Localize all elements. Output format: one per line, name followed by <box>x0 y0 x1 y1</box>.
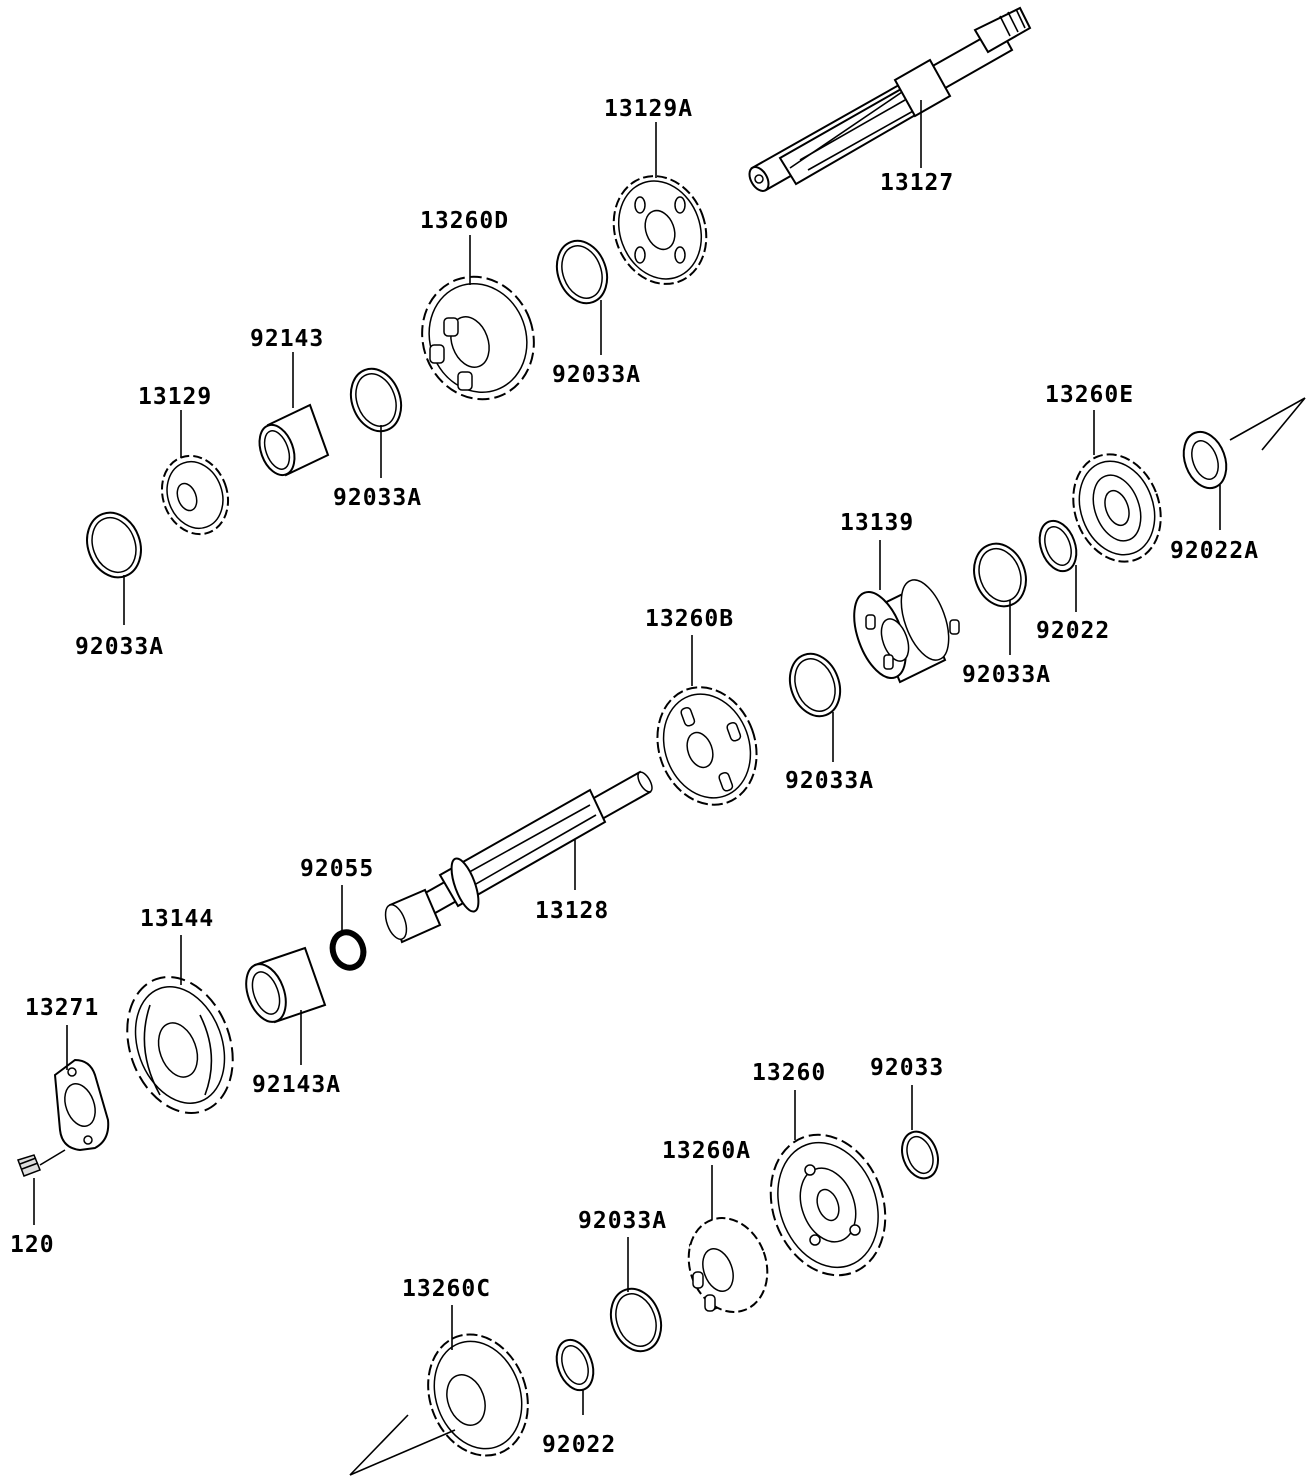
part-labels: 13129A 13127 13260D 92033A 92143 13129 9… <box>10 96 1259 1458</box>
part-label[interactable]: 92022 <box>1036 618 1110 644</box>
bush-92143[interactable] <box>253 403 330 480</box>
circlip-92033A-d[interactable] <box>966 536 1035 613</box>
circlip-92033A-f[interactable] <box>603 1282 670 1359</box>
gear-13129[interactable] <box>151 446 239 543</box>
gear-13260C[interactable] <box>412 1320 545 1469</box>
gear-13260E[interactable] <box>1059 442 1176 574</box>
washer-92022A[interactable] <box>1176 426 1233 494</box>
part-label[interactable]: 13260A <box>662 1138 751 1164</box>
part-label[interactable]: 92033A <box>552 362 641 388</box>
part-label[interactable]: 92143A <box>252 1072 341 1098</box>
part-label[interactable]: 120 <box>10 1232 55 1258</box>
part-label[interactable]: 13260D <box>420 208 509 234</box>
circlip-92033A-e[interactable] <box>782 647 849 724</box>
circlip-92033A-b[interactable] <box>343 362 410 439</box>
gear-13260A[interactable] <box>676 1207 780 1323</box>
oring-92055[interactable] <box>328 928 369 972</box>
part-label[interactable]: 92033A <box>962 662 1051 688</box>
washer-92022-a[interactable] <box>1033 516 1083 576</box>
shaft-13127[interactable] <box>746 6 1032 194</box>
part-label[interactable]: 92033A <box>785 768 874 794</box>
circlip-92033[interactable] <box>896 1127 944 1184</box>
part-label[interactable]: 13127 <box>880 170 954 196</box>
part-label[interactable]: 13129A <box>604 96 693 122</box>
part-label[interactable]: 13129 <box>138 384 212 410</box>
bolt-120[interactable] <box>17 1149 66 1177</box>
washer-92022-b[interactable] <box>550 1335 600 1395</box>
plate-13271[interactable] <box>53 1058 110 1152</box>
part-label[interactable]: 13260C <box>402 1276 491 1302</box>
leader-lines <box>33 100 1306 1476</box>
circlip-92033A-c[interactable] <box>78 505 149 585</box>
part-label[interactable]: 92033A <box>578 1208 667 1234</box>
gear-13260B[interactable] <box>641 673 772 819</box>
part-label[interactable]: 92022 <box>542 1432 616 1458</box>
part-label[interactable]: 13139 <box>840 510 914 536</box>
part-label[interactable]: 92055 <box>300 856 374 882</box>
part-label[interactable]: 92033A <box>333 485 422 511</box>
part-label[interactable]: 13260E <box>1045 382 1134 408</box>
shaft-13128[interactable] <box>381 770 654 944</box>
sprocket-13144[interactable] <box>109 962 251 1128</box>
part-label[interactable]: 13271 <box>25 995 99 1021</box>
gear-13129A[interactable] <box>599 163 721 297</box>
part-label[interactable]: 92143 <box>250 326 324 352</box>
circlip-92033A-a[interactable] <box>549 234 616 311</box>
part-label[interactable]: 13260 <box>752 1060 826 1086</box>
gear-13139[interactable] <box>844 574 960 685</box>
part-label[interactable]: 13260B <box>645 606 734 632</box>
bush-92143A[interactable] <box>239 946 327 1027</box>
part-label[interactable]: 13144 <box>140 906 214 932</box>
part-label[interactable]: 92033 <box>870 1055 944 1081</box>
part-label[interactable]: 92033A <box>75 634 164 660</box>
part-label[interactable]: 92022A <box>1170 538 1259 564</box>
gear-13260D[interactable] <box>405 261 551 415</box>
gear-13260[interactable] <box>752 1119 905 1292</box>
part-label[interactable]: 13128 <box>535 898 609 924</box>
